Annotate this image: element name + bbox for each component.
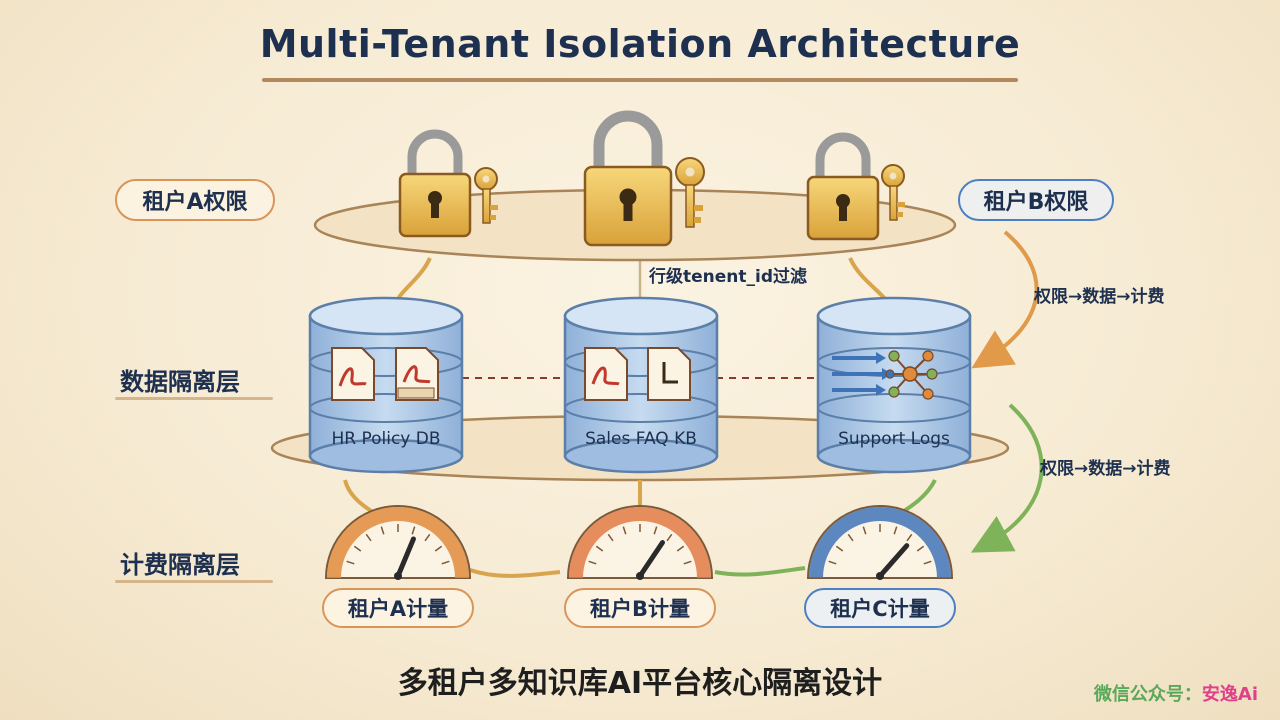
meter-gauge-icon xyxy=(566,505,714,580)
row-filter-label: 行级tenent_id过滤 xyxy=(649,267,808,287)
key-icon-left xyxy=(474,167,498,224)
title-underline xyxy=(262,78,1018,82)
gauge-label-a: 租户A计量 xyxy=(322,588,474,628)
meter-gauge-icon xyxy=(806,505,954,580)
title: Multi-Tenant Isolation Architecture xyxy=(259,22,1021,66)
flow-label-lower: 权限→数据→计费 xyxy=(1040,459,1171,479)
tenant-a-permission-label: 租户A权限 xyxy=(142,190,248,215)
tenant-a-permission-pill: 租户A权限 xyxy=(115,179,275,221)
pdf-file-icon xyxy=(584,347,628,401)
gauge-label-c: 租户C计量 xyxy=(804,588,956,628)
gauge-label-a-text: 租户A计量 xyxy=(347,597,449,621)
pdf-file-icon xyxy=(331,347,375,401)
gauge-label-b-text: 租户B计量 xyxy=(589,597,690,621)
flow-label-upper: 权限→数据→计费 xyxy=(1034,287,1165,307)
watermark-prefix: 微信公众号： xyxy=(1093,684,1202,705)
data-layer-underline xyxy=(115,397,273,400)
network-graph-icon xyxy=(885,350,938,400)
arrows-icon xyxy=(832,352,892,396)
lock-icon-left xyxy=(398,129,472,238)
gauge-label-c-text: 租户C计量 xyxy=(830,597,930,621)
gauge-needle xyxy=(395,536,416,579)
database-hr xyxy=(308,296,464,474)
gauge-link-bc xyxy=(714,566,806,577)
billing-layer-label: 计费隔离层 xyxy=(120,551,240,579)
billing-layer-underline xyxy=(115,580,273,583)
gauge-needle xyxy=(877,543,910,579)
document-icon xyxy=(647,347,691,401)
db-label-hr: HR Policy DB xyxy=(331,429,441,449)
watermark: 微信公众号：安逸Ai xyxy=(1094,680,1258,706)
lock-icon-right xyxy=(806,132,880,241)
gauge-label-b: 租户B计量 xyxy=(564,588,716,628)
tenant-b-permission-pill: 租户B权限 xyxy=(958,179,1114,221)
gauge-needle xyxy=(637,540,666,579)
flow-arrow-lower xyxy=(970,403,1044,553)
db-label-support: Support Logs xyxy=(838,429,950,449)
lock-icon-center xyxy=(583,110,673,247)
flow-arrow-upper xyxy=(971,230,1039,369)
db-label-sales: Sales FAQ KB xyxy=(585,429,697,449)
footer-caption: 多租户多知识库AI平台核心隔离设计 xyxy=(397,666,883,701)
pdf-file-icon xyxy=(395,347,439,401)
gauges-layer xyxy=(324,505,954,580)
key-icon-right xyxy=(881,164,905,221)
data-layer-label: 数据隔离层 xyxy=(120,368,240,396)
meter-gauge-icon xyxy=(324,505,472,580)
key-icon-center xyxy=(675,157,705,228)
tenant-b-permission-label: 租户B权限 xyxy=(983,190,1089,215)
watermark-name: 安逸Ai xyxy=(1201,684,1258,705)
database-support xyxy=(816,296,972,474)
gauge-link-ab xyxy=(469,568,561,578)
